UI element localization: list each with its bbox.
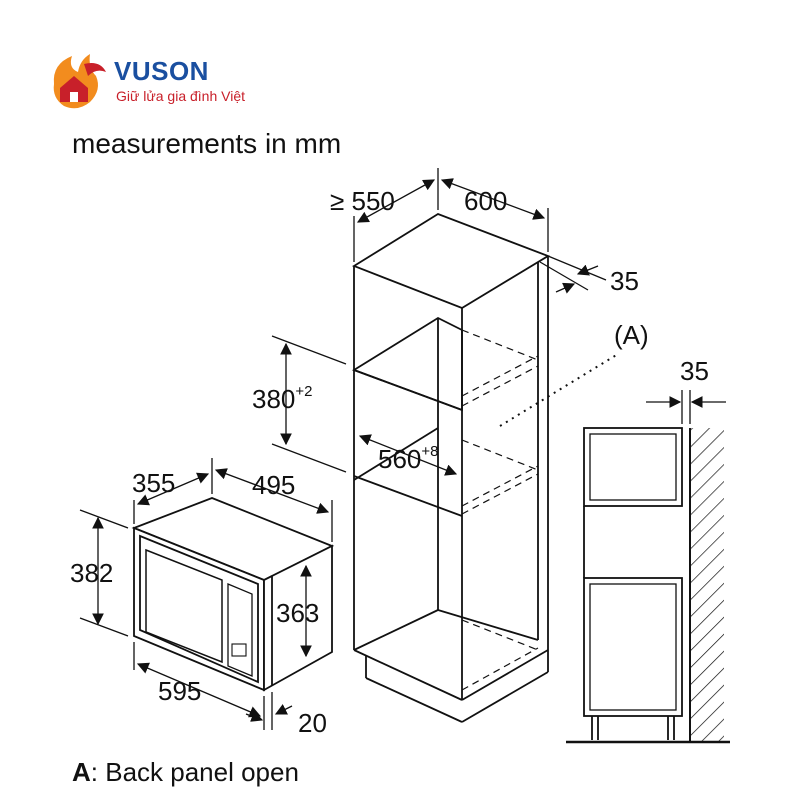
dim-microwave-front-width: [133, 642, 265, 730]
brand-tagline: Giữ lửa gia đình Việt: [116, 88, 246, 104]
dim-niche-width-line: [358, 434, 458, 476]
dim-microwave-front-thickness-value: 20: [298, 708, 327, 738]
dim-microwave-front-thickness: [245, 692, 293, 730]
callout-leader: [499, 353, 619, 427]
brand-name: VUSON: [114, 56, 209, 86]
dim-side-gap-value: 35: [680, 356, 709, 386]
dim-niche-height: [271, 335, 347, 473]
dim-microwave-top: [133, 458, 333, 542]
dim-microwave-front-height-value: 382: [70, 558, 113, 588]
dim-side-gap: [646, 390, 726, 424]
dim-microwave-front-width-value: 595: [158, 676, 201, 706]
dim-cabinet-gap: [539, 255, 607, 294]
cabinet-hidden-lines: [461, 329, 539, 691]
legend-text: : Back panel open: [90, 757, 299, 787]
dim-microwave-body-width: 495: [252, 470, 295, 500]
side-view: [566, 427, 730, 744]
page-title: measurements in mm: [72, 128, 342, 159]
legend-note: A: Back panel open: [72, 757, 299, 788]
dim-cabinet-depth: ≥ 550: [330, 186, 395, 216]
dim-microwave-front-height: [79, 509, 129, 637]
dim-cabinet-gap-value: 35: [610, 266, 639, 296]
dim-cabinet-top: [353, 168, 549, 262]
dim-cabinet-width: 600: [464, 186, 507, 216]
wall-hatch: [690, 428, 724, 742]
dim-niche-width-value: 560+8: [378, 443, 439, 474]
microwave: [131, 497, 335, 692]
brand-logo: VUSON Giữ lửa gia đình Việt: [44, 46, 284, 116]
dim-microwave-body-height-value: 363: [276, 598, 319, 628]
dim-microwave-depth: 355: [132, 468, 175, 498]
dim-niche-height-value: 380+2: [252, 383, 313, 414]
legend-key: A: [72, 757, 91, 787]
callout-label: (A): [614, 320, 649, 350]
flame-house-logo-icon: [53, 54, 106, 109]
